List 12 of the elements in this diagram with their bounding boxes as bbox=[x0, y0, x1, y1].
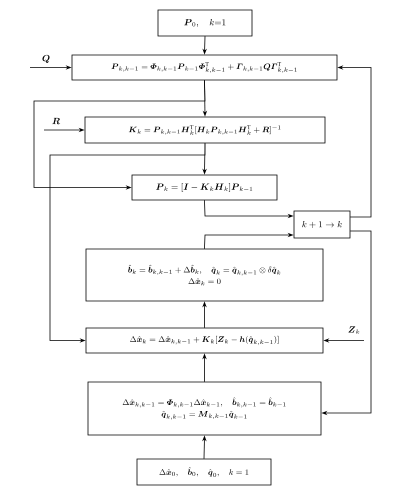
edge-label: $\boldsymbol{R}$ bbox=[52, 118, 60, 124]
formula-box: $\boldsymbol{P}_{k,k-1}=\boldsymbol{\varPhi}_{k,k-1}\boldsymbol{P}_{k-1}\boldsymbol{\varPhi}_{k,k-1}^{\mathrm{T}}+\boldsymbol{\varGamma}_{k,k-1}\boldsymbol{Q}\boldsymbol{\varGamma}_{k,k-1}^{\mathrm{T}}$ bbox=[72, 54, 338, 80]
formula-box: $\Delta\hat{\boldsymbol{x}}_0,\quad\hat{\boldsymbol{b}}_0,\quad\hat{\boldsymbol{q}}_0,\quad k=1$ bbox=[136, 458, 272, 486]
edge-label: $\boldsymbol{Z}_k$ bbox=[348, 326, 360, 334]
formula-box: $\Delta\hat{\boldsymbol{x}}_k=\Delta\hat{\boldsymbol{x}}_{k,k-1}+\boldsymbol{K}_k[\boldsymbol{Z}_k-\boldsymbol{h}(\hat{\boldsymbol{q}}_{k,k-1})]$ bbox=[86, 328, 324, 354]
formula-box: $\boldsymbol{P}_k=[\boldsymbol{I}-\boldsymbol{K}_k\boldsymbol{H}_k]\boldsymbol{P}_{k-1}$ bbox=[132, 174, 278, 200]
formula-box: $\boldsymbol{P}_0,\quad k{=}1$ bbox=[158, 10, 252, 36]
formula-box: $\hat{\boldsymbol{b}}_k=\hat{\boldsymbol{b}}_{k,k-1}+\Delta\hat{\boldsymbol{b}}_k,\quad \hat{\boldsymbol{q}}_k=\hat{\boldsymbol{q}}_{k,k-1}\otimes\delta\hat{\boldsymbol{q}}_k$ $\Delta\hat{\boldsymbol{x}}_k=0$ bbox=[86, 248, 324, 302]
formula-box: $\boldsymbol{K}_k=\boldsymbol{P}_{k,k-1}\boldsymbol{H}_k^{\mathrm{T}}[\boldsymbol{H}_k\boldsymbol{P}_{k,k-1}\boldsymbol{H}_k^{\mathrm{T}}+\boldsymbol{R}]^{-1}$ bbox=[84, 116, 326, 144]
edge-label: $\boldsymbol{Q}$ bbox=[42, 54, 50, 63]
formula-box: $k+1\rightarrow k$ bbox=[294, 210, 350, 238]
formula-box: $\Delta\hat{\boldsymbol{x}}_{k,k-1}=\boldsymbol{\varPhi}_{k,k-1}\Delta\hat{\boldsymbol{x}}_{k-1},\quad \hat{\boldsymbol{b}}_{k,k-1}=\hat{\boldsymbol{b}}_{k-1}$ $\hat{\boldsymbol{q}}_{k,k-1}=\boldsymbol{M}_{k,k-1}\hat{\boldsymbol{q}}_{k-1}$ bbox=[88, 382, 322, 436]
